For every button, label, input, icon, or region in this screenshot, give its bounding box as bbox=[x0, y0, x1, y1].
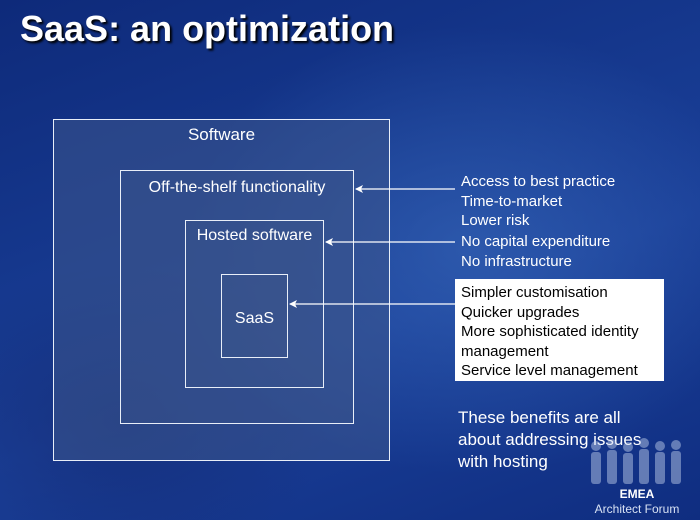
slide-title: SaaS: an optimization bbox=[20, 8, 395, 49]
note-line: These benefits are all bbox=[458, 408, 621, 427]
benefit-item: Service level management bbox=[461, 362, 638, 379]
note-line: with hosting bbox=[458, 452, 548, 471]
hosted-software-label: Hosted software bbox=[196, 227, 313, 244]
logo-forum-text: Architect Forum bbox=[594, 502, 680, 516]
benefit-item: No capital expenditure bbox=[461, 233, 611, 250]
off-the-shelf-box: Off-the-shelf functionality bbox=[120, 170, 354, 424]
benefit-item: Quicker upgrades bbox=[461, 303, 580, 321]
benefit-item: Time-to-market bbox=[461, 192, 563, 210]
saas-box: SaaS bbox=[221, 274, 288, 358]
off-the-shelf-label: Off-the-shelf functionality bbox=[148, 179, 326, 196]
software-label: Software bbox=[187, 125, 256, 144]
people-silhouettes-icon bbox=[591, 438, 681, 484]
emea-architect-forum-logo: EMEA Architect Forum bbox=[586, 436, 688, 516]
note-line: about addressing issues bbox=[458, 430, 642, 449]
off-the-shelf-benefits: Access to best practice Time-to-market L… bbox=[461, 172, 615, 231]
logo-emea-text: EMEA bbox=[619, 487, 655, 501]
benefit-item: Lower risk bbox=[461, 212, 530, 229]
benefit-item: More sophisticated identity bbox=[461, 323, 639, 340]
hosting-note: These benefits are all about addressing … bbox=[458, 407, 641, 473]
hosted-benefits: No capital expenditure No infrastructure bbox=[461, 232, 610, 271]
benefit-item: No infrastructure bbox=[461, 252, 572, 270]
benefit-item: Simpler customisation bbox=[461, 284, 608, 301]
benefit-item: management bbox=[461, 342, 549, 360]
saas-benefits-box: Simpler customisation Quicker upgrades M… bbox=[455, 279, 664, 381]
saas-label: SaaS bbox=[234, 310, 275, 327]
benefit-item: Access to best practice bbox=[461, 173, 616, 190]
